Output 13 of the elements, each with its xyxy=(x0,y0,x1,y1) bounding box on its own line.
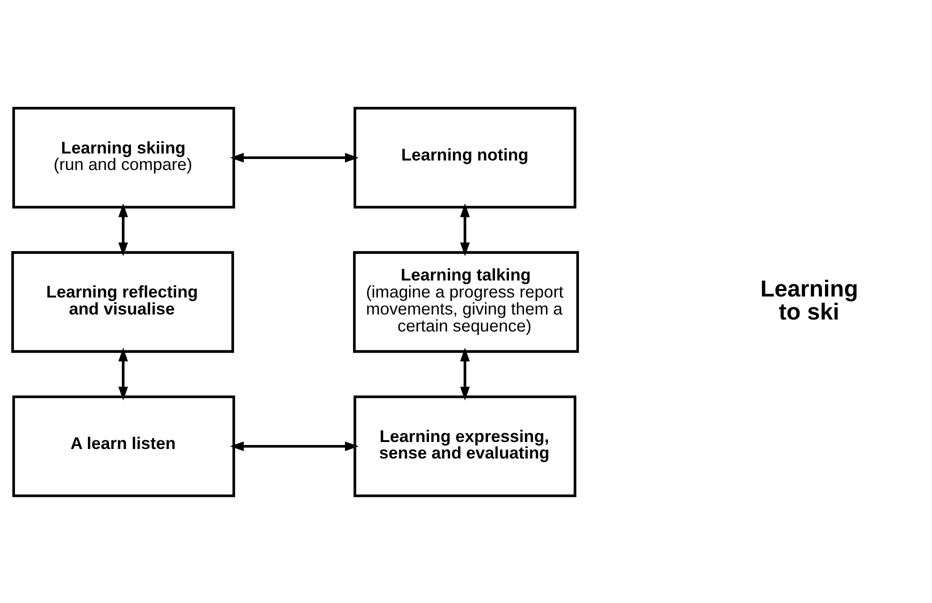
node-box: Learning expressing, sense and evaluating xyxy=(354,394,576,497)
node-box: Learning reflecting and visualise xyxy=(11,250,234,352)
arrow xyxy=(230,440,359,451)
node-box: Learning talking (imagine a progress report movements, giving them a certain sequence) xyxy=(353,250,579,352)
node-box: Learning noting xyxy=(354,106,576,208)
arrow xyxy=(230,152,359,162)
arrow xyxy=(118,347,128,400)
node-box: A learn listen xyxy=(12,394,236,497)
arrow xyxy=(118,202,128,256)
arrow xyxy=(460,202,470,256)
node-box: Learning skiing (run and compare) xyxy=(12,106,236,208)
arrow xyxy=(460,347,470,400)
label: Learning to ski xyxy=(760,274,858,324)
